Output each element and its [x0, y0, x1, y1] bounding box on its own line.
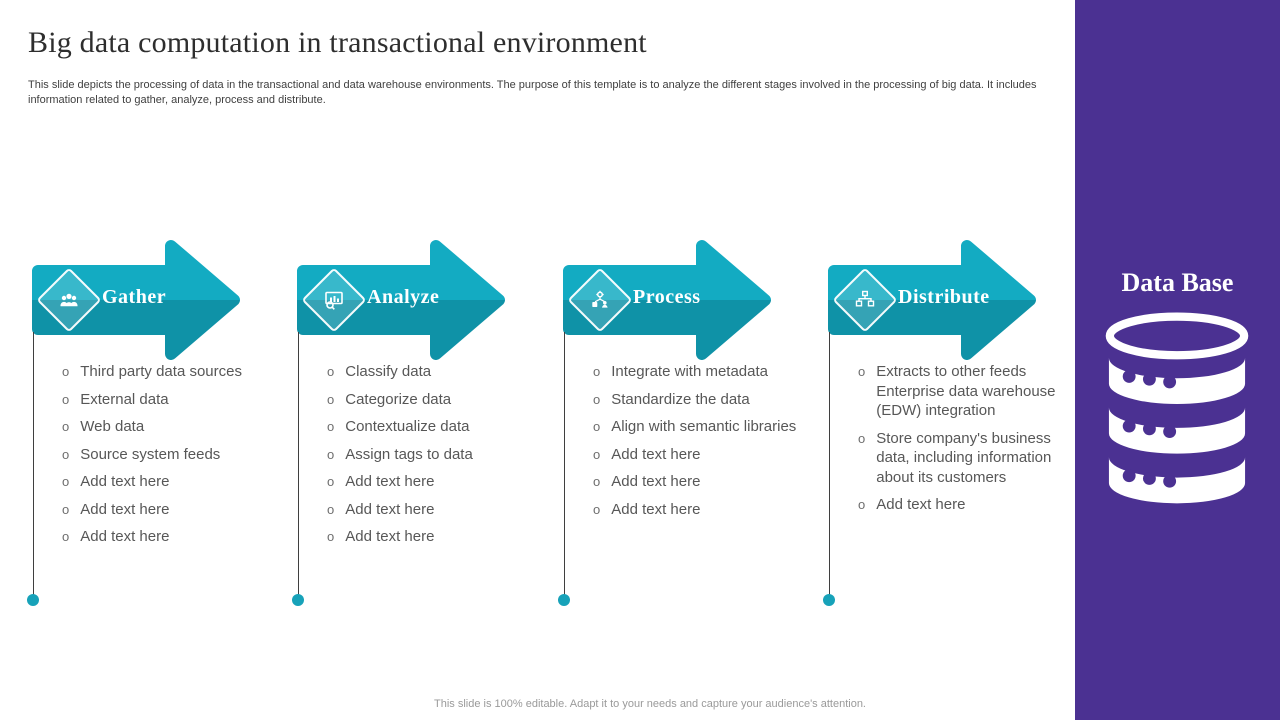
connector-dot — [27, 594, 39, 606]
stage-icon-badge — [832, 267, 898, 333]
connector-dot — [558, 594, 570, 606]
bullet-icon: o — [62, 501, 70, 517]
bullet-icon: o — [593, 446, 601, 462]
bullet-icon: o — [327, 529, 335, 544]
stage-label: Distribute — [898, 286, 990, 308]
connector-dot — [292, 594, 304, 606]
database-title: Data Base — [1121, 268, 1234, 297]
connector-dot — [823, 594, 835, 606]
arrow-shape — [297, 240, 505, 360]
page-title: Big data computation in transactional en… — [28, 26, 647, 59]
bullet-icon: o — [327, 474, 335, 489]
bullet-icon: o — [62, 446, 70, 462]
stage-icon-badge — [567, 267, 633, 333]
bullet-icon: o — [62, 391, 70, 407]
bullet-icon: o — [858, 497, 866, 512]
arrow-shape — [828, 240, 1036, 360]
connector-line — [829, 332, 830, 600]
gear-workflow-icon — [592, 290, 608, 308]
arrow-shape — [32, 240, 240, 360]
connector-line — [33, 332, 34, 600]
org-chart-icon — [855, 290, 875, 307]
bullet-icon: o — [593, 419, 601, 434]
stage-label: Analyze — [367, 286, 440, 308]
bullet-icon: o — [62, 364, 70, 379]
stage-label: Process — [633, 286, 701, 308]
bullet-icon: o — [62, 419, 70, 434]
database-panel: Data Base — [1075, 0, 1280, 720]
bullet-icon: o — [593, 391, 601, 407]
footer-note: This slide is 100% editable. Adapt it to… — [434, 698, 866, 710]
slide-description: This slide depicts the processing of dat… — [28, 79, 1037, 106]
bullet-icon: o — [327, 419, 335, 434]
stage-icon-badge — [301, 267, 367, 333]
bullet-icon: o — [593, 501, 601, 517]
bullet-icon: o — [327, 364, 335, 379]
bullet-icon: o — [593, 474, 601, 489]
database-icon — [1105, 312, 1249, 504]
bullet-icon: o — [858, 364, 866, 379]
chart-magnifier-icon — [325, 291, 343, 310]
bullet-icon: o — [327, 446, 335, 462]
bullet-icon: o — [62, 474, 70, 489]
stage-icon-badge — [36, 267, 102, 333]
people-group-icon — [60, 293, 78, 307]
bullet-icon: o — [858, 430, 866, 446]
connector-line — [564, 332, 565, 600]
connector-line — [298, 332, 299, 600]
bullet-icon: o — [593, 364, 601, 379]
bullet-icon: o — [327, 391, 335, 407]
bullet-icon: o — [327, 501, 335, 517]
bullet-icon: o — [62, 529, 70, 544]
arrow-shape — [563, 240, 771, 360]
stage-label: Gather — [102, 286, 167, 308]
